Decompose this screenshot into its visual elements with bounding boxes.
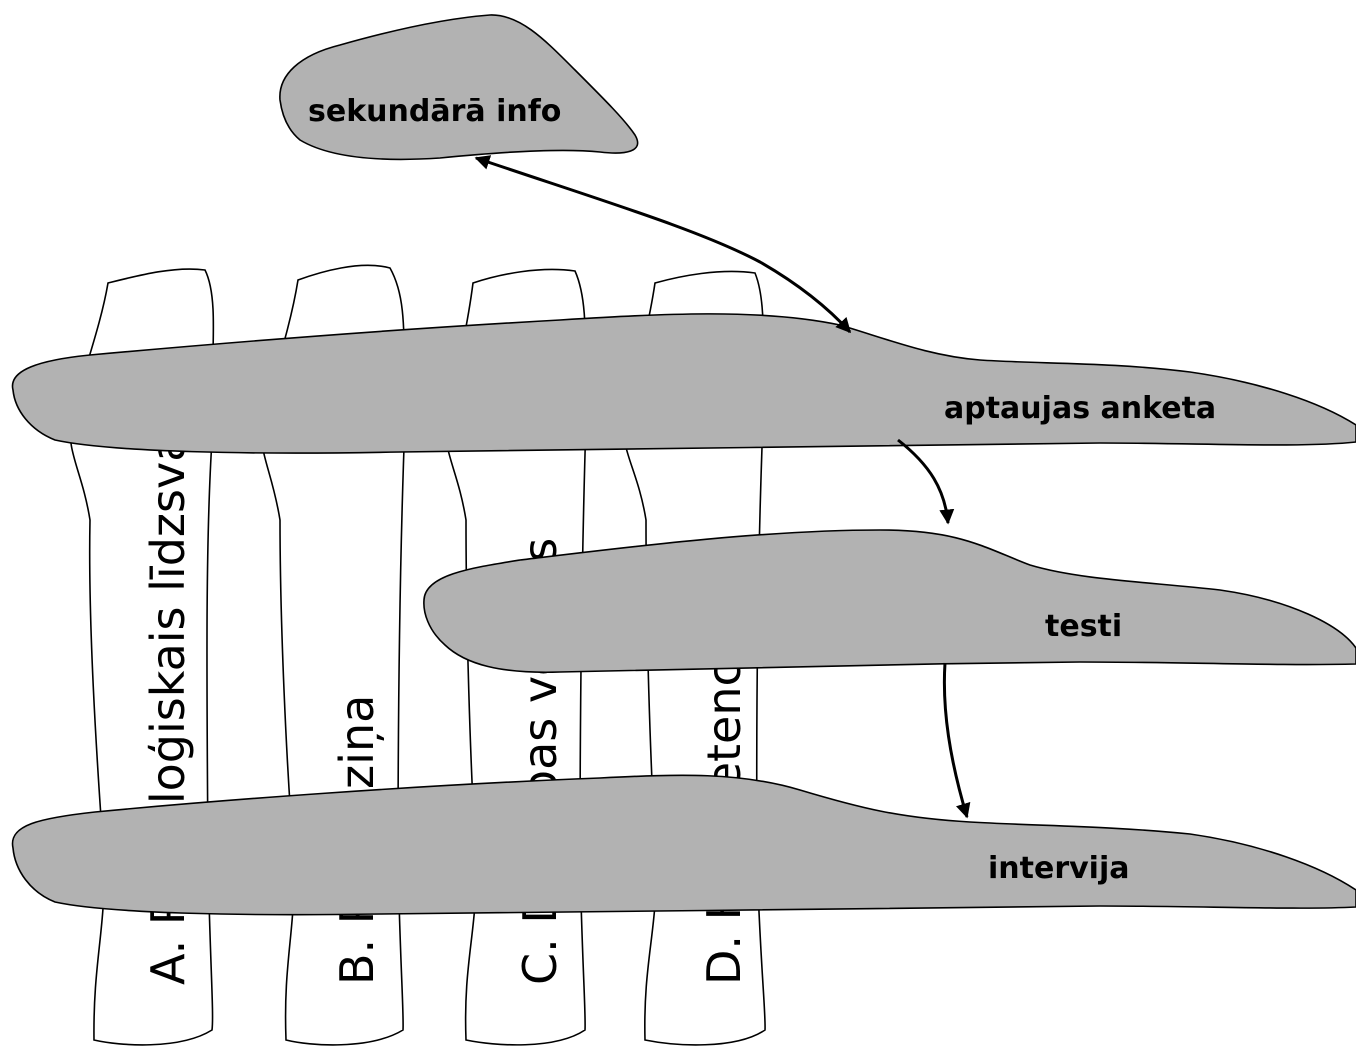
arrow-secondary-to-survey <box>474 155 852 334</box>
survey-blob: aptaujas anketa <box>11 313 1356 454</box>
secondary-info-label: sekundārā info <box>308 94 561 129</box>
interview-blob: intervija <box>11 774 1356 916</box>
tests-label: testi <box>1045 609 1122 644</box>
secondary-info-blob: sekundārā info <box>279 14 639 161</box>
arrow-survey-to-tests <box>897 438 955 525</box>
tests-blob: testi <box>423 529 1356 674</box>
arrow-tests-to-interview <box>942 662 971 819</box>
interview-label: intervija <box>988 851 1130 886</box>
survey-label: aptaujas anketa <box>944 391 1216 426</box>
